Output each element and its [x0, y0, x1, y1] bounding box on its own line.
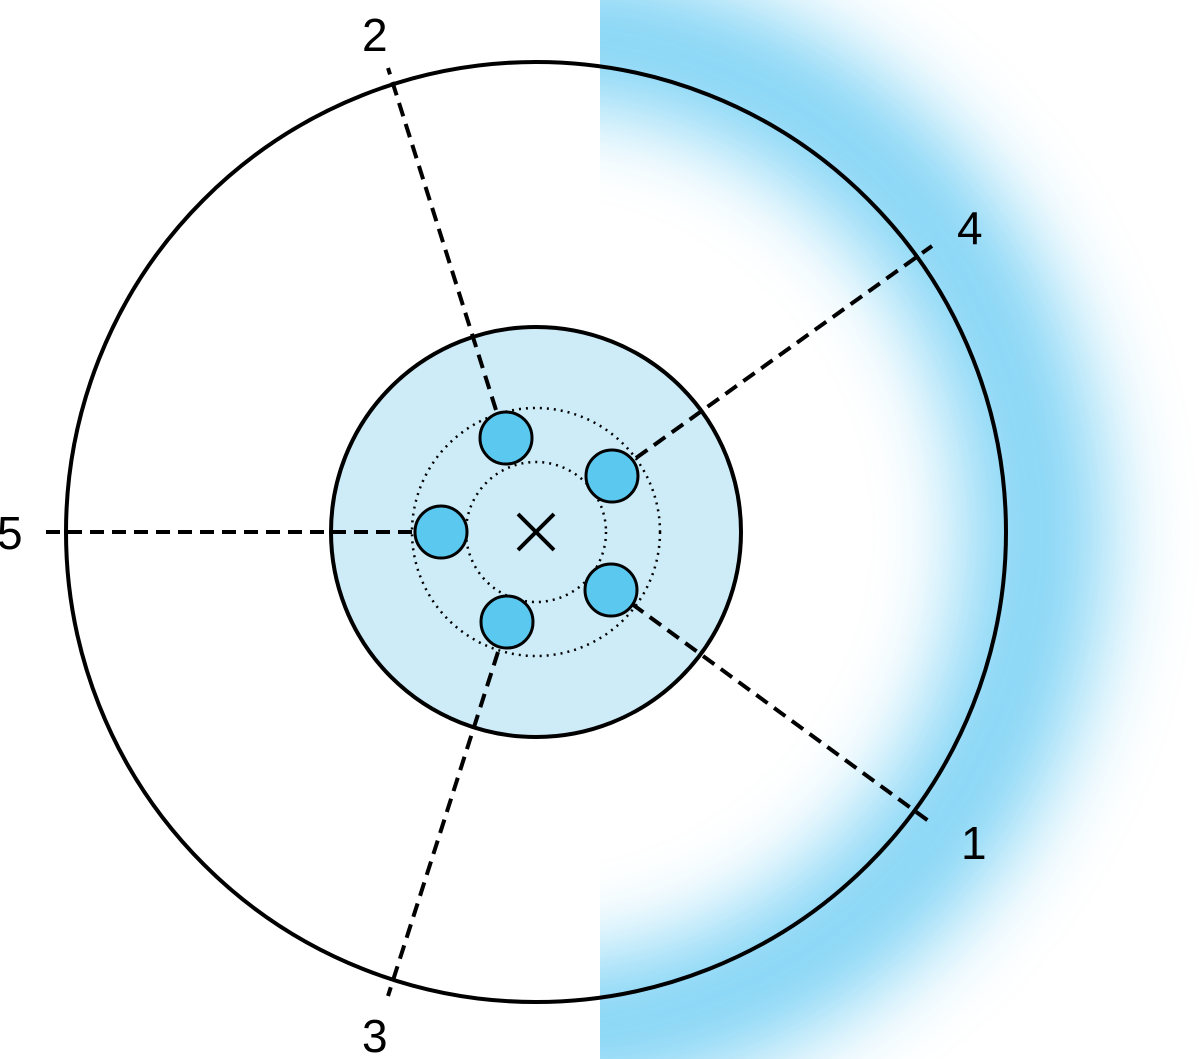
outer-circle — [64, 60, 1008, 1004]
spoke-1-line — [630, 602, 932, 824]
center-cross-icon — [516, 512, 556, 552]
bead-3 — [479, 594, 535, 650]
beads — [413, 410, 640, 650]
outer-dotted-orbit — [410, 406, 662, 658]
label-spoke-2: 2 — [362, 9, 388, 61]
bead-4 — [584, 448, 640, 504]
label-spoke-1: 1 — [961, 817, 987, 869]
spoke-2-line — [386, 67, 498, 411]
spokes — [46, 67, 934, 997]
label-spoke-3: 3 — [362, 1010, 388, 1059]
spoke-3-line — [386, 651, 500, 997]
label-spoke-4: 4 — [957, 202, 983, 254]
label-spoke-5: 5 — [0, 507, 23, 559]
inner-dotted-orbit — [464, 460, 608, 604]
bead-2 — [478, 410, 534, 466]
spoke-4-line — [634, 244, 934, 460]
bead-1 — [583, 562, 639, 618]
bead-5 — [413, 504, 469, 560]
blue-glow-arc — [600, 0, 1106, 1059]
